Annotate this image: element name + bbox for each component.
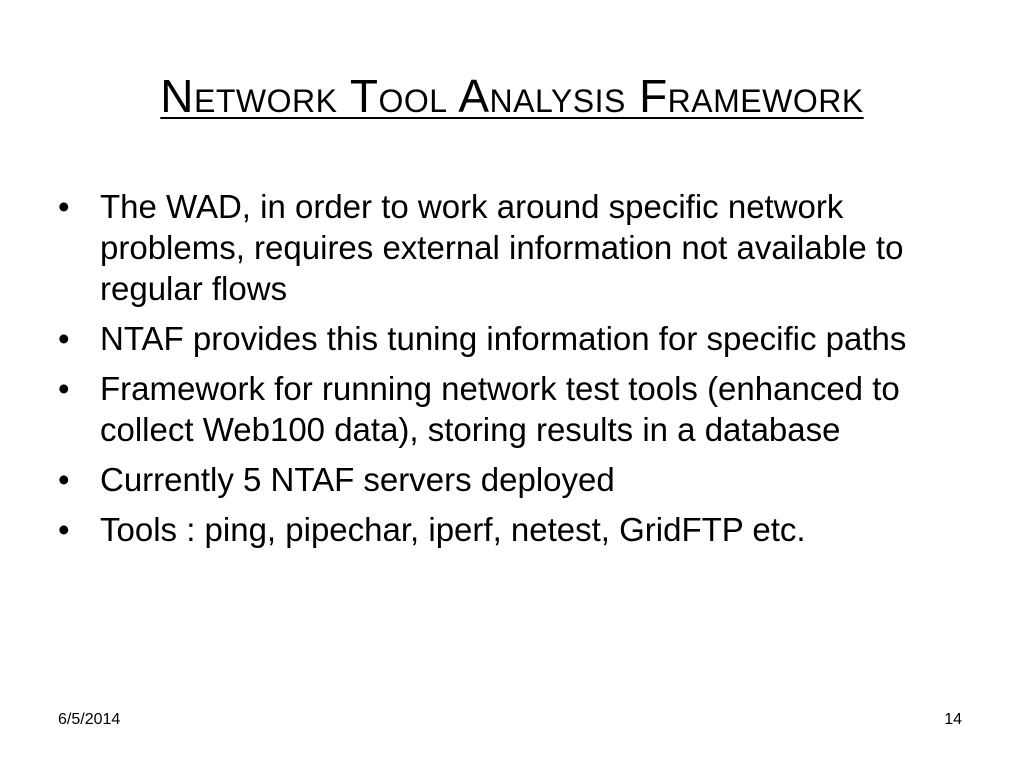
- bullet-icon: •: [58, 461, 70, 498]
- bullet-text: Tools : ping, pipechar, iperf, netest, G…: [100, 511, 806, 548]
- bullet-icon: •: [58, 370, 70, 407]
- title-area: Network Tool Analysis Framework: [0, 70, 1024, 122]
- bullet-icon: •: [58, 511, 70, 548]
- bullet-icon: •: [58, 188, 70, 225]
- footer-page-number: 14: [944, 711, 962, 728]
- bullet-icon: •: [58, 320, 70, 357]
- bullet-item: • Currently 5 NTAF servers deployed: [58, 459, 978, 500]
- bullet-item: • Framework for running network test too…: [58, 368, 978, 450]
- bullet-text: The WAD, in order to work around specifi…: [100, 188, 904, 307]
- bullet-text: NTAF provides this tuning information fo…: [100, 320, 907, 357]
- bullet-item: • Tools : ping, pipechar, iperf, netest,…: [58, 509, 978, 550]
- footer-date: 6/5/2014: [58, 711, 121, 728]
- bullet-text: Framework for running network test tools…: [100, 370, 900, 448]
- slide-title: Network Tool Analysis Framework: [160, 70, 864, 122]
- bullet-text: Currently 5 NTAF servers deployed: [100, 461, 615, 498]
- bullet-item: • NTAF provides this tuning information …: [58, 318, 978, 359]
- bullet-list: • The WAD, in order to work around speci…: [58, 186, 978, 559]
- bullet-item: • The WAD, in order to work around speci…: [58, 186, 978, 309]
